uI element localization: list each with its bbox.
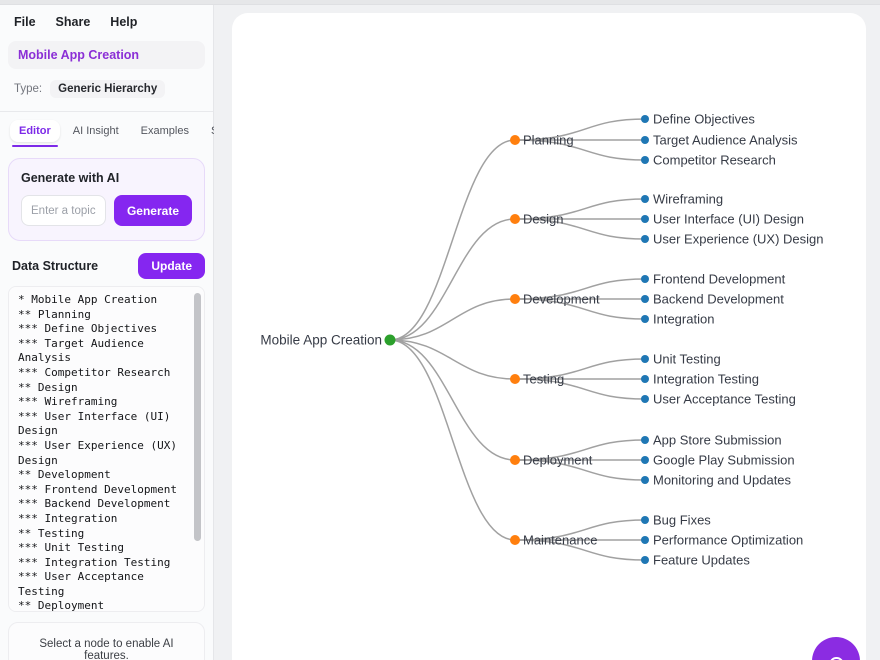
mindmap-link [514, 459, 646, 481]
mindmap-leaf-dot[interactable] [641, 235, 649, 243]
topic-input[interactable] [21, 195, 106, 226]
mindmap-branch-dot[interactable] [510, 214, 520, 224]
mindmap-link [514, 139, 646, 161]
sidebar: File Share Help Mobile App Creation Type… [0, 5, 251, 660]
mindmap-leaf-dot[interactable] [641, 355, 649, 363]
mindmap-link [389, 339, 516, 461]
assistant-fab[interactable] [812, 637, 860, 660]
mindmap-leaf-dot[interactable] [641, 456, 649, 464]
mindmap-leaf-label[interactable]: Monitoring and Updates [653, 473, 792, 488]
mindmap-branch-label[interactable]: Design [523, 212, 563, 227]
mindmap-leaf-label[interactable]: Integration Testing [653, 372, 759, 387]
mindmap-leaf-label[interactable]: User Interface (UI) Design [653, 212, 804, 227]
data-structure-textarea[interactable]: * Mobile App Creation ** Planning *** De… [8, 286, 205, 612]
mindmap-link [514, 539, 646, 561]
mindmap-branch-dot[interactable] [510, 455, 520, 465]
mindmap-leaf-dot[interactable] [641, 136, 649, 144]
mindmap-leaf-label[interactable]: Feature Updates [653, 553, 750, 568]
mindmap-branch-dot[interactable] [510, 294, 520, 304]
mindmap-leaf-dot[interactable] [641, 195, 649, 203]
mindmap-leaf-label[interactable]: Google Play Submission [653, 453, 795, 468]
tabbar: Editor AI Insight Examples Settings [0, 112, 251, 152]
mindmap-link [514, 278, 646, 300]
mindmap-leaf-label[interactable]: Backend Development [653, 292, 784, 307]
type-row: Type: Generic Hierarchy [14, 80, 199, 98]
mindmap-link [514, 218, 646, 240]
mindmap-root-dot[interactable] [384, 334, 396, 346]
menu-file[interactable]: File [14, 15, 36, 29]
mindmap-leaf-label[interactable]: Define Objectives [653, 112, 755, 127]
mindmap-leaf-label[interactable]: Unit Testing [653, 352, 721, 367]
data-structure-editor: * Mobile App Creation ** Planning *** De… [8, 286, 205, 612]
mindmap-leaf-dot[interactable] [641, 115, 649, 123]
mindmap-leaf-dot[interactable] [641, 556, 649, 564]
canvas-area: Mobile App Creation Planning Define Object… [214, 5, 880, 660]
mindmap-leaf-label[interactable]: Competitor Research [653, 153, 776, 168]
mindmap-branch-label[interactable]: Testing [523, 372, 564, 387]
mindmap-link [389, 139, 516, 341]
mindmap-leaf-dot[interactable] [641, 395, 649, 403]
mindmap-branch-dot[interactable] [510, 135, 520, 145]
mindmap-leaf-dot[interactable] [641, 156, 649, 164]
menubar: File Share Help [0, 5, 213, 37]
mindmap-svg: Mobile App Creation Planning Define Object… [260, 112, 824, 568]
mindmap-branch-label[interactable]: Planning [523, 133, 574, 148]
mindmap-leaf-dot[interactable] [641, 536, 649, 544]
ai-note: Select a node to enable AI features. [8, 622, 205, 660]
mindmap-link [389, 339, 516, 380]
tab-editor[interactable]: Editor [10, 120, 60, 147]
mindmap-leaf-label[interactable]: User Experience (UX) Design [653, 232, 824, 247]
mindmap-link [514, 439, 646, 461]
data-structure-heading: Data Structure [12, 259, 99, 273]
mindmap-leaf-label[interactable]: Bug Fixes [653, 513, 711, 528]
menu-share[interactable]: Share [55, 15, 91, 29]
mindmap-link [514, 298, 646, 320]
mindmap-branch-label[interactable]: Development [523, 292, 600, 307]
mindmap-link [514, 378, 646, 400]
mindmap-link [389, 218, 516, 341]
mindmap-link [389, 339, 516, 541]
mindmap-leaf-dot[interactable] [641, 436, 649, 444]
mindmap-leaf-dot[interactable] [641, 516, 649, 524]
mindmap-leaf-label[interactable]: Performance Optimization [653, 533, 803, 548]
update-button[interactable]: Update [138, 253, 205, 279]
tab-ai-insight[interactable]: AI Insight [72, 125, 119, 137]
textarea-scrollbar[interactable] [194, 293, 201, 541]
mindmap-leaf-label[interactable]: Integration [653, 312, 714, 327]
type-label: Type: [14, 83, 43, 95]
mindmap-branch-label[interactable]: Deployment [523, 453, 593, 468]
mindmap-leaf-label[interactable]: Wireframing [653, 192, 723, 207]
mindmap-link [514, 118, 646, 141]
mindmap-link [389, 298, 516, 341]
data-structure-header: Data Structure Update [12, 253, 205, 279]
type-value[interactable]: Generic Hierarchy [50, 80, 166, 98]
chat-circle-icon [828, 656, 844, 660]
mindmap-branch-dot[interactable] [510, 374, 520, 384]
mindmap-branch-label[interactable]: Maintenance [523, 533, 597, 548]
mindmap-link [514, 198, 646, 220]
mindmap-leaf-label[interactable]: App Store Submission [653, 433, 782, 448]
mindmap-leaf-dot[interactable] [641, 476, 649, 484]
mindmap-root-label[interactable]: Mobile App Creation [260, 333, 382, 348]
mindmap-leaf-dot[interactable] [641, 275, 649, 283]
generate-button[interactable]: Generate [113, 195, 192, 226]
mindmap-leaf-dot[interactable] [641, 315, 649, 323]
mindmap-leaf-label[interactable]: User Acceptance Testing [653, 392, 796, 407]
tab-examples[interactable]: Examples [140, 125, 189, 137]
generate-with-ai-panel: Generate with AI Generate [8, 158, 205, 241]
mindmap-leaf-dot[interactable] [641, 215, 649, 223]
mindmap-leaf-label[interactable]: Frontend Development [653, 272, 786, 287]
divider [0, 111, 213, 112]
mindmap-canvas[interactable]: Mobile App Creation Planning Define Object… [232, 13, 866, 660]
map-title-field[interactable]: Mobile App Creation [8, 41, 205, 69]
mindmap-branch-dot[interactable] [510, 535, 520, 545]
mindmap-link [514, 358, 646, 380]
mindmap-leaf-dot[interactable] [641, 295, 649, 303]
mindmap-leaf-dot[interactable] [641, 375, 649, 383]
mindmap-leaf-label[interactable]: Target Audience Analysis [653, 133, 798, 148]
menu-help[interactable]: Help [110, 15, 138, 29]
window-top-strip [0, 0, 880, 5]
mindmap-link [514, 519, 646, 541]
generate-heading: Generate with AI [21, 171, 120, 185]
